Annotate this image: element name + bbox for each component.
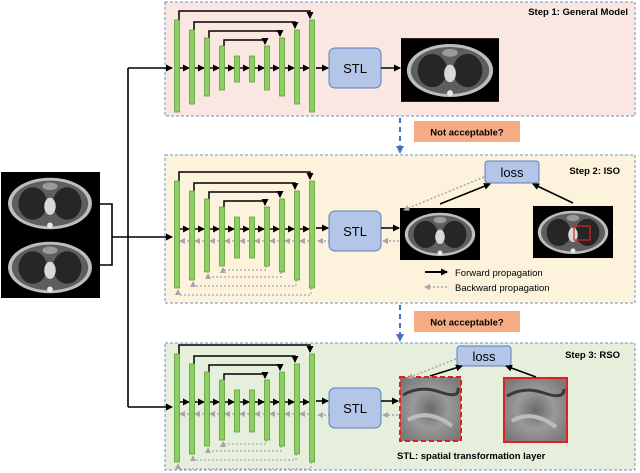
unet1-feature-bar (234, 55, 240, 83)
unet2-skip-connection-1 (178, 171, 314, 181)
unet1-feature-bar (249, 55, 255, 83)
loss-box-step3 (456, 345, 512, 367)
step1-title: Step 1: General Model (528, 7, 628, 18)
unet2-backward-skip (190, 280, 297, 287)
unet2-feature-bar (204, 198, 210, 273)
loss-label-step2: loss (500, 165, 524, 180)
unet2-feature-bar (279, 198, 285, 273)
unet2-feature-bar (249, 216, 255, 259)
loss-box-step2 (484, 160, 540, 184)
unet2-backward-skip (220, 266, 267, 273)
unet1-feature-bar (294, 29, 300, 105)
target-ct-step2 (533, 206, 613, 258)
unet3-feature-bar (174, 353, 180, 463)
unet2-skip-connection-2 (193, 182, 299, 191)
unet-step2 (174, 171, 315, 296)
decision-label-1: Not acceptable? (430, 128, 504, 139)
unet2-feature-bar (219, 206, 225, 267)
target-patch-step3 (503, 377, 568, 443)
output-ct-step1 (401, 38, 499, 102)
unet1-skip-connection-3 (208, 30, 284, 38)
unet2-feature-bar (309, 180, 315, 289)
unet3-backward-skip (175, 462, 312, 470)
unet3-feature-bar (204, 371, 210, 447)
input-ct-image-1 (2, 172, 98, 234)
stl-box-step3 (328, 387, 382, 429)
unet1-skip-connection-4 (223, 38, 269, 46)
unet3-backward-skip (220, 440, 267, 447)
unet-step1 (174, 10, 315, 113)
unet3-feature-bar (309, 353, 315, 463)
unet3-feature-bar (219, 379, 225, 441)
stl-label-step2: STL (343, 224, 367, 239)
loss2-backward-arrow (403, 176, 485, 211)
input-ct-image-2 (2, 236, 98, 298)
step2-title: Step 2: ISO (569, 166, 620, 177)
unet2-feature-bar (189, 190, 195, 281)
stl-label-step1: STL (343, 61, 367, 76)
loss3-from-target-arrow (505, 364, 537, 378)
unet2-feature-bar (294, 190, 300, 281)
unet2-skip-connection-4 (223, 199, 269, 207)
loss3-from-output-arrow (429, 364, 463, 377)
step3-title: Step 3: RSO (565, 350, 620, 361)
unet3-skip-connection-1 (178, 344, 314, 354)
loss-label-step3: loss (472, 349, 496, 364)
unet1-skip-connection-2 (193, 21, 299, 30)
unet1-feature-bar (279, 37, 285, 97)
unet3-skip-connection-3 (208, 364, 284, 372)
unet2-skip-connection-3 (208, 191, 284, 199)
input-bracket (100, 203, 128, 266)
unet2-feature-bar (264, 206, 270, 267)
decision-box-1 (414, 121, 520, 142)
target-roi-marker (573, 225, 591, 241)
stl-caption: STL: spatial transformation layer (397, 451, 546, 462)
output-patch-step3 (399, 376, 462, 442)
decision-box-2 (414, 311, 520, 332)
decision-label-2: Not acceptable? (430, 318, 504, 329)
unet2-backward-skip (175, 288, 312, 296)
unet2-feature-bar (234, 216, 240, 259)
unet2-backward-skip (205, 272, 282, 279)
unet3-feature-bar (294, 363, 300, 455)
unet1-feature-bar (174, 19, 180, 113)
output-ct-step2 (400, 208, 480, 260)
loss3-backward-arrow (407, 358, 457, 379)
unet1-feature-bar (309, 19, 315, 113)
unet3-skip-connection-4 (223, 372, 269, 380)
stl-box-step2 (328, 210, 382, 252)
unet1-feature-bar (189, 29, 195, 105)
step1-panel (164, 1, 636, 117)
unet1-feature-bar (204, 37, 210, 97)
loss2-from-target-arrow (532, 183, 574, 204)
legend-forward-label: Forward propagation (455, 268, 543, 279)
unet1-skip-connection-1 (178, 10, 314, 20)
unet3-feature-bar (234, 389, 240, 433)
unet2-feature-bar (174, 180, 180, 289)
legend-backward-label: Backward propagation (455, 283, 550, 294)
stl-label-step3: STL (343, 401, 367, 416)
unet3-feature-bar (279, 371, 285, 447)
unet3-feature-bar (249, 389, 255, 433)
unet1-feature-bar (264, 45, 270, 91)
unet-step3 (174, 344, 315, 470)
loss2-from-output-arrow (439, 182, 491, 205)
unet3-skip-connection-2 (193, 355, 299, 364)
unet3-feature-bar (189, 363, 195, 455)
unet3-backward-skip (190, 454, 297, 461)
unet3-feature-bar (264, 379, 270, 441)
unet3-backward-skip (205, 446, 282, 453)
unet1-feature-bar (219, 45, 225, 91)
